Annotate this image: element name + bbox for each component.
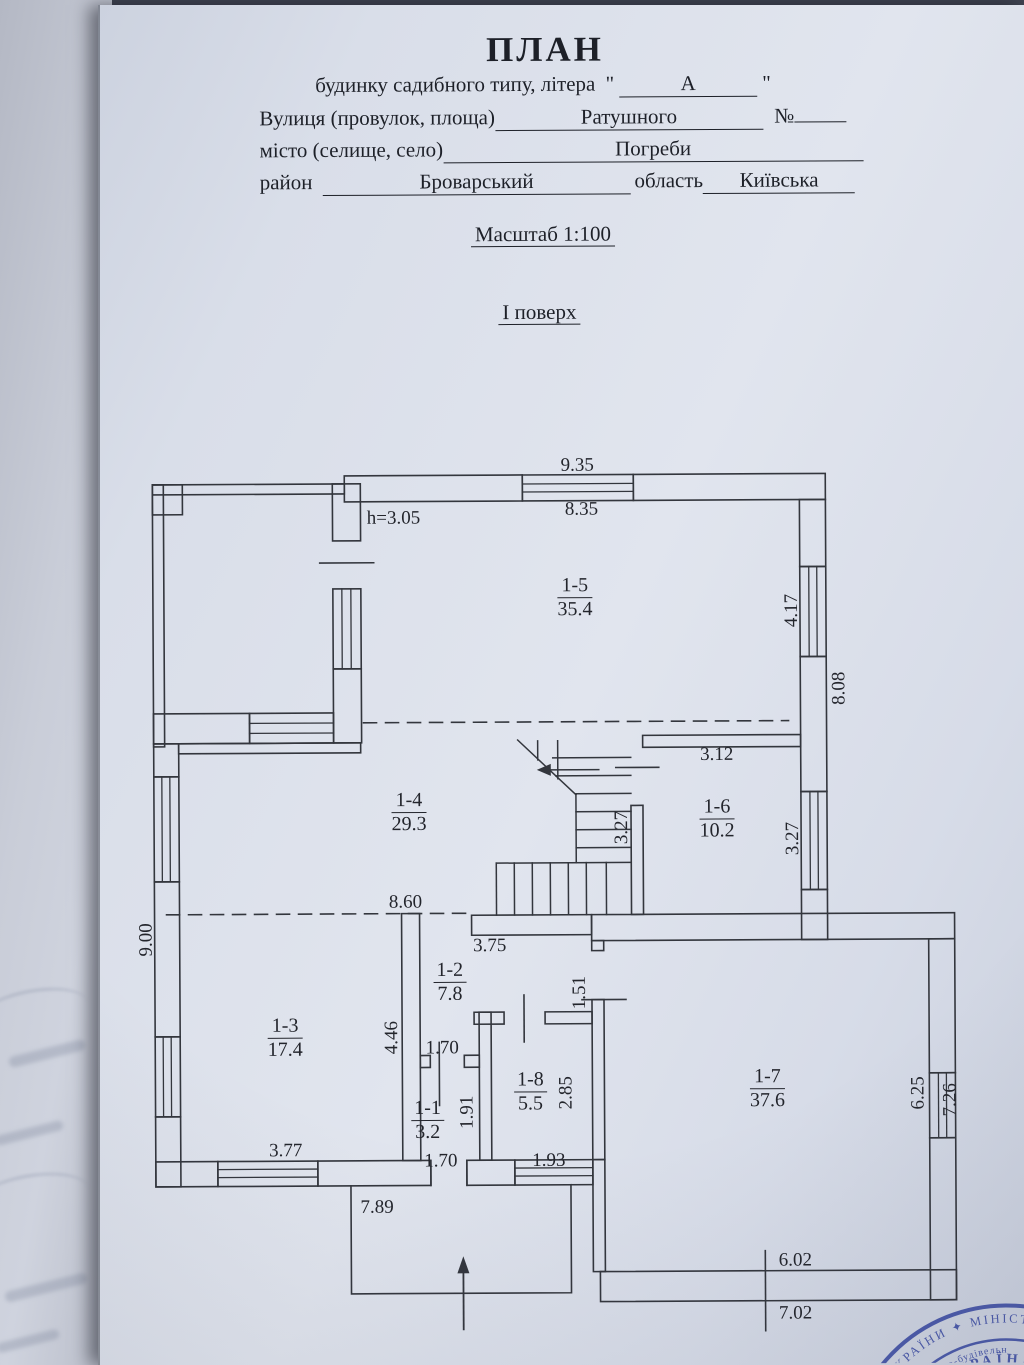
dim-room11-bottom: 1.70 <box>424 1150 458 1172</box>
north-arrow <box>457 1256 470 1331</box>
dim-room13-bottom: 3.77 <box>269 1140 303 1162</box>
stairs-direction-arrow <box>536 763 551 776</box>
dim-top-inner: 8.35 <box>564 498 599 520</box>
document-page: ПЛАН будинку садибного типу, літера "А" … <box>98 5 1024 1365</box>
dim-stairs-side: 3.27 <box>611 810 633 845</box>
dim-room16-right: 3.27 <box>782 821 804 856</box>
official-stamp: ДАРСТВА УКРАЇНИ ✦ МІНІСТЕРСТВО ння архіт… <box>844 1303 1024 1365</box>
dim-room14-width: 8.60 <box>388 891 423 913</box>
dim-left-side-outer: 9.00 <box>135 923 157 957</box>
room-label-1-4: 1-4 29.3 <box>391 788 427 836</box>
dim-door-room11-top: 1.70 <box>425 1037 459 1059</box>
room-label-1-2: 1-2 7.8 <box>433 958 467 1006</box>
dim-door-room17: 1.51 <box>568 976 591 1010</box>
dim-hall-left: 4.46 <box>381 1020 403 1055</box>
room-label-1-8: 1-8 5.5 <box>514 1068 547 1115</box>
dim-porch-width: 7.89 <box>360 1196 394 1218</box>
room-label-1-6: 1-6 10.2 <box>699 795 735 842</box>
dim-room16-top: 3.12 <box>700 743 734 766</box>
underlying-page-edge <box>0 0 112 1365</box>
dim-room17-bottom-inner: 6.02 <box>778 1249 813 1271</box>
stairs <box>495 738 633 916</box>
dim-top-outer: 9.35 <box>560 454 594 476</box>
walls <box>151 472 958 1332</box>
room-label-1-1: 1-1 3.2 <box>411 1096 444 1144</box>
dim-room17-right-outer: 7.26 <box>939 1083 961 1117</box>
dim-room11-right: 1.91 <box>456 1095 478 1129</box>
dim-right-window-upper: 4.17 <box>780 593 803 628</box>
dim-height-note: h=3.05 <box>366 507 421 529</box>
dim-room17-right-inner: 6.25 <box>907 1076 929 1110</box>
dim-room17-bottom-outer: 7.02 <box>778 1302 813 1324</box>
porch-outline <box>350 1183 573 1295</box>
dim-room18-right: 2.85 <box>555 1076 577 1110</box>
dim-hall-top: 3.75 <box>473 935 507 957</box>
dim-room18-bottom: 1.93 <box>532 1149 566 1171</box>
dim-right-side-outer: 8.08 <box>828 671 850 706</box>
room-label-1-7: 1-7 37.6 <box>749 1065 786 1112</box>
room-label-1-3: 1-3 17.4 <box>267 1014 303 1061</box>
room-label-1-5: 1-5 35.4 <box>557 574 593 621</box>
